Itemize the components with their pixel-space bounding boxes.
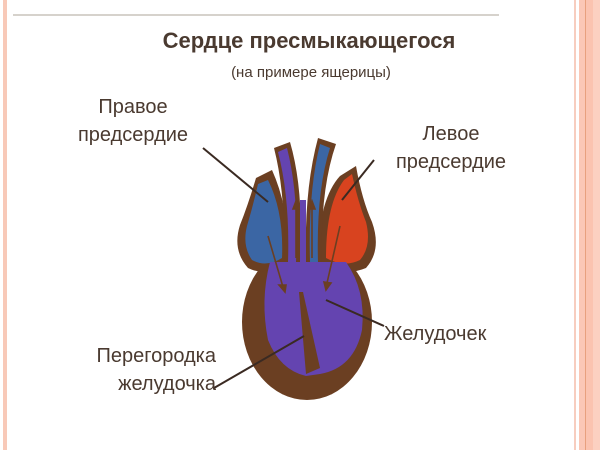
right-decorative-border xyxy=(573,0,600,450)
label-septum-line1: Перегородка xyxy=(96,345,216,367)
label-right-atrium: Правое предсердие xyxy=(58,93,208,149)
top-divider xyxy=(13,14,499,16)
pulmonary-vessel xyxy=(278,148,297,262)
label-ventricular-septum: Перегородка желудочка xyxy=(66,342,216,398)
label-left-atrium-line2: предсердие xyxy=(395,151,507,173)
aortic-vessel xyxy=(309,144,330,262)
ventricle-cavity xyxy=(264,262,363,376)
ventricular-septum xyxy=(299,292,320,374)
label-pointers xyxy=(202,147,385,389)
pointer-septum xyxy=(213,335,305,389)
label-ventricle: Желудочек xyxy=(384,320,486,348)
pointer-left-atrium xyxy=(341,159,375,201)
label-ventricle-line1: Желудочек xyxy=(384,323,487,345)
label-septum-line2: желудочка xyxy=(118,373,216,395)
slide-title: Сердце пресмыкающегося xyxy=(162,28,456,53)
label-left-atrium: Левое предсердие xyxy=(376,120,526,176)
label-left-atrium-line1: Левое xyxy=(422,123,480,145)
blood-flow-arrows xyxy=(267,198,341,294)
slide-subtitle: (на примере ящерицы) xyxy=(231,64,391,81)
right-atrium xyxy=(245,180,283,264)
left-decorative-stripe xyxy=(3,0,7,450)
pointer-right-atrium xyxy=(202,147,269,203)
pointer-ventricle xyxy=(325,299,385,327)
label-right-atrium-line1: Правое xyxy=(98,96,168,118)
label-right-atrium-line2: предсердие xyxy=(77,124,189,146)
